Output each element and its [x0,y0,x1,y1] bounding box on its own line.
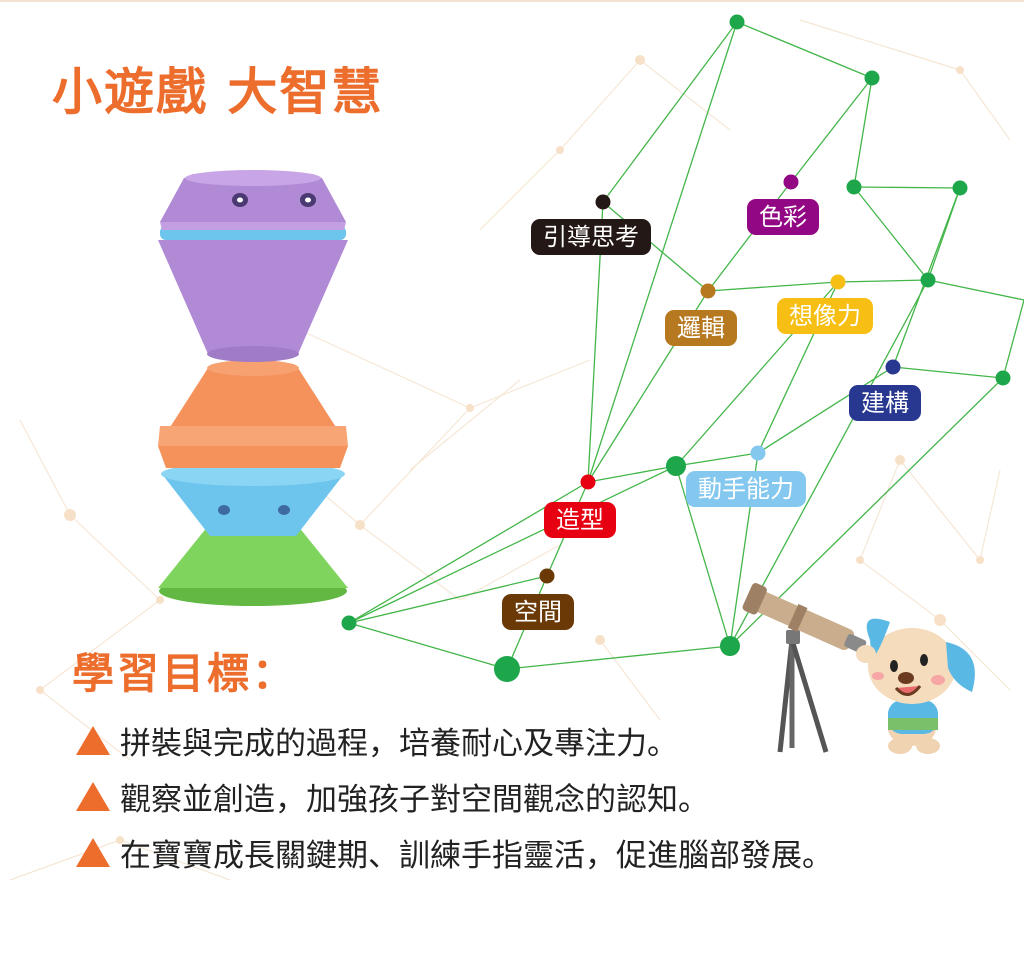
network-node [952,180,968,196]
network-node [920,272,936,288]
network-node [846,179,862,195]
skill-node-color [783,174,799,190]
skill-node-imagination [830,274,846,290]
network-link [927,279,1024,301]
tag-construction: 建構 [849,385,921,421]
skill-node-logic [700,283,716,299]
skill-node-hands-on [750,445,766,461]
skill-node-construction [885,359,901,375]
network-link [602,21,738,203]
skill-node-guided-thinking [595,194,611,210]
network-link [853,186,961,189]
network-link [675,452,759,467]
network-link [506,645,731,670]
network-link [853,77,873,188]
network-link [587,465,677,483]
network-node [341,615,357,631]
network-link [675,465,731,647]
network-link [736,21,873,79]
network-link [790,77,873,183]
goal-item: 觀察並創造，加強孩子對空間觀念的認知。 [76,768,833,824]
network-node [720,636,740,656]
goal-text: 觀察並創造，加強孩子對空間觀念的認知。 [120,781,709,818]
network-link [348,575,548,624]
network-link [1002,299,1024,379]
goal-text: 拼裝與完成的過程，培養耐心及專注力。 [120,725,678,762]
triangle-bullet-icon [76,781,110,811]
tag-color: 色彩 [747,199,819,235]
network-link [757,366,894,454]
network-link [602,201,709,292]
telescope-mascot-illustration [742,583,975,754]
goal-item: 拼裝與完成的過程，培養耐心及專注力。 [76,712,833,768]
network-link [707,281,839,292]
network-node [995,370,1011,386]
learning-goals-list: 拼裝與完成的過程，培養耐心及專注力。 觀察並創造，加強孩子對空間觀念的認知。 在… [76,712,833,880]
network-node [494,656,520,682]
network-link [837,279,929,283]
tag-imagination: 想像力 [777,298,873,334]
goal-item: 在寶寶成長關鍵期、訓練手指靈活，促進腦部發展。 [76,824,833,880]
skill-node-modeling [580,474,596,490]
goal-text: 在寶寶成長關鍵期、訓練手指靈活，促進腦部發展。 [120,837,833,874]
page-title: 小遊戲 大智慧 [52,63,384,121]
skill-node-space [539,568,555,584]
tag-modeling: 造型 [544,502,616,538]
network-node [864,70,880,86]
network-node [666,456,686,476]
network-link [348,622,508,670]
stacking-toy-illustration [158,170,348,606]
network-link [853,186,929,281]
tag-space: 空間 [502,594,574,630]
triangle-bullet-icon [76,837,110,867]
tag-logic: 邏輯 [665,310,737,346]
tag-hands-on: 動手能力 [686,471,806,507]
triangle-bullet-icon [76,725,110,755]
tag-guided-thinking: 引導思考 [531,219,651,255]
network-link [348,465,677,624]
network-link [892,366,1004,379]
network-node [729,14,745,30]
learning-goals-heading: 學習目標： [72,649,298,698]
network-link [729,279,929,647]
